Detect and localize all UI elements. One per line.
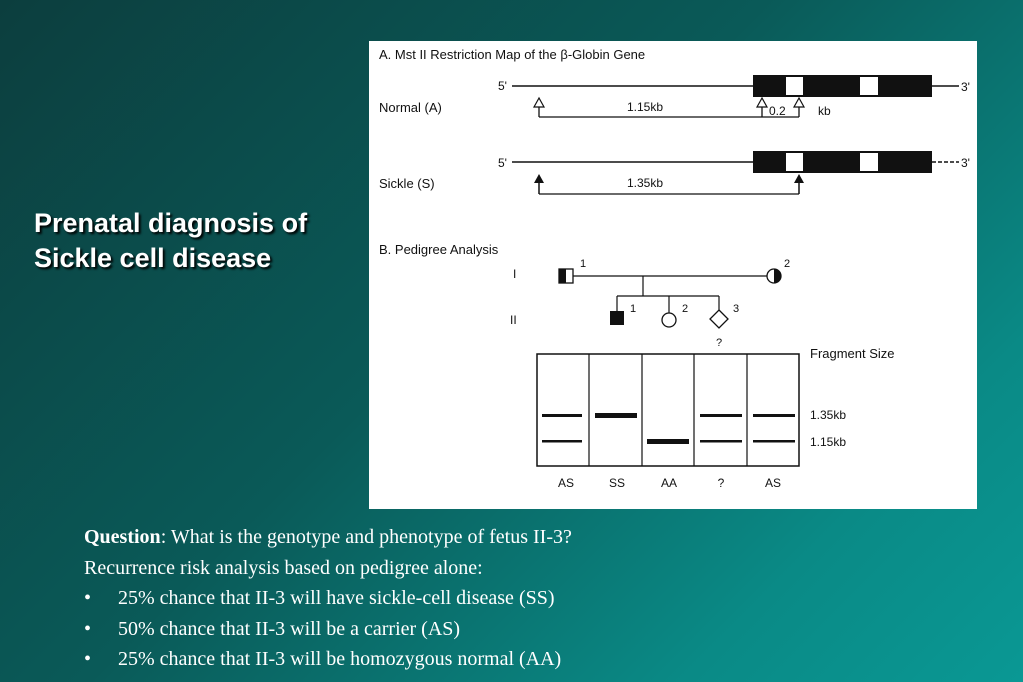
gel-lane-1-band-115 (542, 440, 582, 443)
gel-lane-3-band-115 (647, 439, 689, 444)
gel-lane-2-band-135 (595, 413, 637, 418)
pedigree-i2-number: 2 (784, 258, 790, 270)
sickle-site-2-arrow (794, 174, 804, 183)
question-text: : What is the genotype and phenotype of … (160, 526, 572, 548)
sickle-gene-block (753, 151, 932, 173)
pedigree-i1-carrier-fill (559, 269, 566, 283)
gel-frame (536, 353, 800, 467)
risk-item-text: 50% chance that II-3 will be a carrier (… (118, 617, 461, 640)
gel-lane-3-label: AA (661, 476, 677, 490)
generation-2-label: II (510, 313, 517, 327)
risk-item-text: 25% chance that II-3 will have sickle-ce… (118, 587, 555, 609)
gel-band-label-115: 1.15kb (810, 435, 846, 449)
pedigree-ii3-fetus (709, 309, 729, 329)
section-b-title: B. Pedigree Analysis (379, 242, 499, 257)
sickle-intron-1 (786, 153, 803, 171)
sickle-site-1-arrow (534, 174, 544, 183)
normal-five-prime: 5' (498, 79, 507, 93)
normal-three-prime: 3' (961, 80, 970, 94)
risk-list: • 25% chance that II-3 will have sickle-c… (84, 583, 984, 675)
sickle-three-prime: 3' (961, 156, 970, 170)
gel-lane-1-band-135 (542, 414, 582, 417)
pedigree-ii1-number: 1 (630, 303, 636, 315)
question-line: Question: What is the genotype and pheno… (84, 522, 984, 553)
gel-panel (536, 353, 800, 467)
pedigree-fetus-question-mark: ? (716, 337, 722, 349)
question-label: Question (84, 526, 161, 548)
pedigree-ii2-number: 2 (682, 303, 688, 315)
slide-title-line-2: Sickle cell disease (34, 243, 272, 273)
gel-fragment-size-label: Fragment Size (810, 346, 895, 361)
pedigree-ii1-affected-male (610, 311, 624, 325)
normal-fragment-unit: kb (818, 104, 831, 118)
sickle-fragment-label: 1.35kb (627, 176, 663, 190)
body-text: Question: What is the genotype and pheno… (84, 522, 984, 675)
normal-fragment-1-label: 1.15kb (627, 100, 663, 114)
figure-panel: A. Mst II Restriction Map of the β-Globi… (369, 41, 977, 509)
list-item: • 50% chance that II-3 will be a carrier … (84, 614, 984, 645)
bullet-marker: • (84, 587, 92, 609)
gel-lane-4-label: ? (718, 476, 725, 490)
normal-intron-2 (860, 77, 878, 95)
pedigree-i1-number: 1 (580, 258, 586, 270)
gel-lane-5-band-135 (753, 414, 795, 417)
gel-lane-5-band-115 (753, 440, 795, 443)
slide-title-line-1: Prenatal diagnosis of (34, 208, 308, 238)
recurrence-subheading: Recurrence risk analysis based on pedigr… (84, 556, 483, 579)
risk-item-text: 25% chance that II-3 will be homozygous … (118, 648, 562, 670)
pedigree-i2-carrier-fill (774, 269, 781, 283)
gel-band-label-135: 1.35kb (810, 408, 846, 422)
pedigree-ii2-female (661, 312, 677, 328)
gel-lane-2-label: SS (609, 476, 625, 490)
sickle-five-prime: 5' (498, 156, 507, 170)
generation-1-label: I (513, 267, 516, 281)
normal-intron-1 (786, 77, 803, 95)
normal-site-3-arrow (792, 96, 806, 108)
bullet-marker: • (84, 617, 92, 640)
gel-lane-5-label: AS (765, 476, 781, 490)
section-a-title: A. Mst II Restriction Map of the β-Globi… (379, 47, 645, 62)
normal-site-2-arrow (755, 96, 769, 108)
gel-lane-4-band-135 (700, 414, 742, 417)
gel-lane-4-band-115 (700, 440, 742, 443)
normal-site-1-arrow (532, 96, 546, 108)
slide-title: Prenatal diagnosis of Sickle cell diseas… (34, 206, 364, 276)
sickle-allele-label: Sickle (S) (379, 176, 435, 191)
list-item: • 25% chance that II-3 will be homozygous… (84, 644, 984, 675)
sickle-intron-2 (860, 153, 878, 171)
figure-diagram: A. Mst II Restriction Map of the β-Globi… (379, 47, 970, 490)
gel-lane-1-label: AS (558, 476, 574, 490)
list-item: • 25% chance that II-3 will have sickle-c… (84, 583, 984, 614)
pedigree-ii3-number: 3 (733, 303, 739, 315)
bullet-marker: • (84, 648, 92, 670)
normal-allele-label: Normal (A) (379, 100, 442, 115)
normal-fragment-2-label: 0.2 (769, 104, 786, 118)
normal-gene-block (753, 75, 932, 97)
